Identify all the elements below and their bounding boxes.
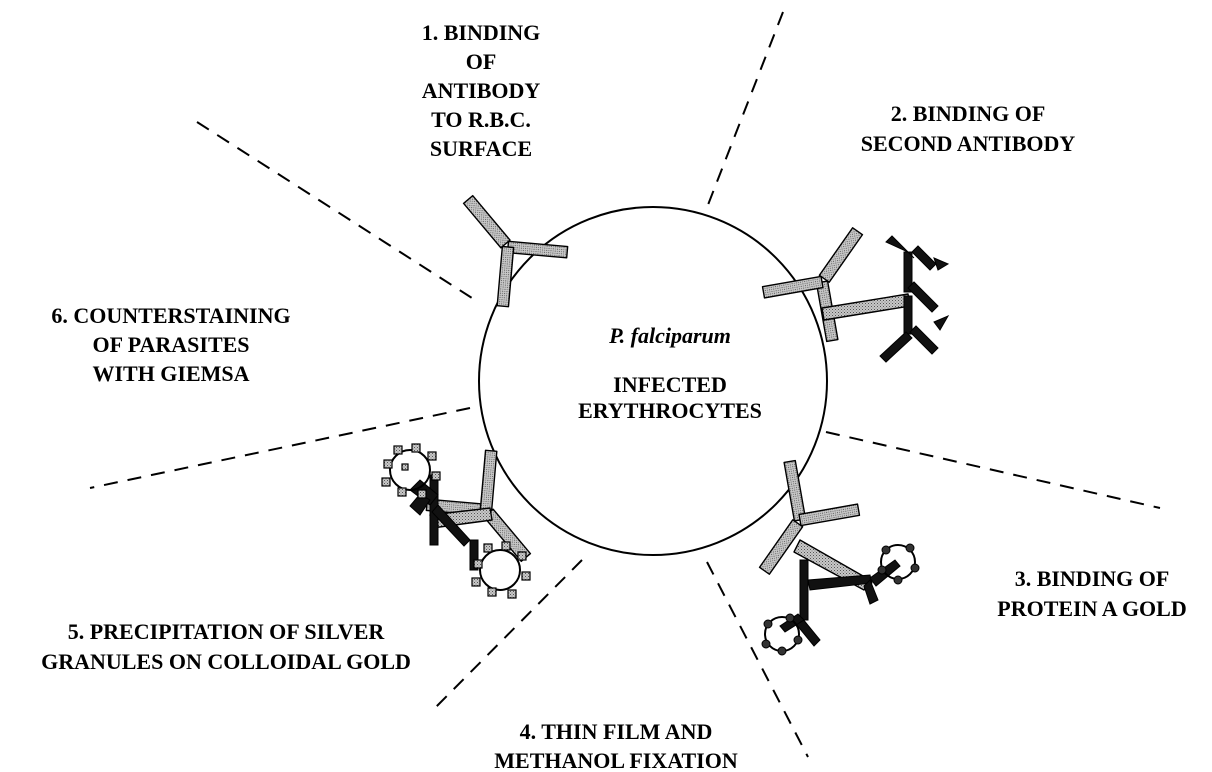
center-line-2: ERYTHROCYTES [578,398,762,423]
organism-name: P. falciparum [608,323,731,348]
step-5-label: 5. PRECIPITATION OF SILVER GRANULES ON C… [41,619,411,674]
step-6-line-2: OF PARASITES [92,332,249,357]
step-1-label: 1. BINDING OF ANTIBODY TO R.B.C. SURFACE [422,20,541,161]
divider-4-5 [430,560,582,713]
step-4-line-1: 4. THIN FILM AND [520,719,713,744]
step-1-line-3: ANTIBODY [422,78,541,103]
step-4-line-2: METHANOL FIXATION [494,748,738,772]
step-5-line-1: 5. PRECIPITATION OF SILVER [68,619,386,644]
step-3-label: 3. BINDING OF PROTEIN A GOLD [997,566,1186,621]
step-3-line-1: 3. BINDING OF [1015,566,1170,591]
step-1-line-2: OF [466,49,497,74]
step-6-line-3: WITH GIEMSA [92,361,249,386]
center-line-1: INFECTED [613,372,727,397]
step-6-line-1: 6. COUNTERSTAINING [51,303,290,328]
step-5-line-2: GRANULES ON COLLOIDAL GOLD [41,649,411,674]
divider-1-2 [706,12,783,210]
step-2-line-1: 2. BINDING OF [891,101,1046,126]
step-1-line-1: 1. BINDING [422,20,541,45]
step-6-label: 6. COUNTERSTAINING OF PARASITES WITH GIE… [51,303,290,386]
step-2-label: 2. BINDING OF SECOND ANTIBODY [861,101,1076,156]
step-1-line-4: TO R.B.C. [431,107,531,132]
divider-3-4 [707,562,808,757]
step-4-label: 4. THIN FILM AND METHANOL FIXATION [494,719,738,772]
step-2-line-2: SECOND ANTIBODY [861,131,1076,156]
step-1-line-5: SURFACE [430,136,532,161]
divider-2-3 [826,432,1160,508]
step-3-line-2: PROTEIN A GOLD [997,596,1186,621]
